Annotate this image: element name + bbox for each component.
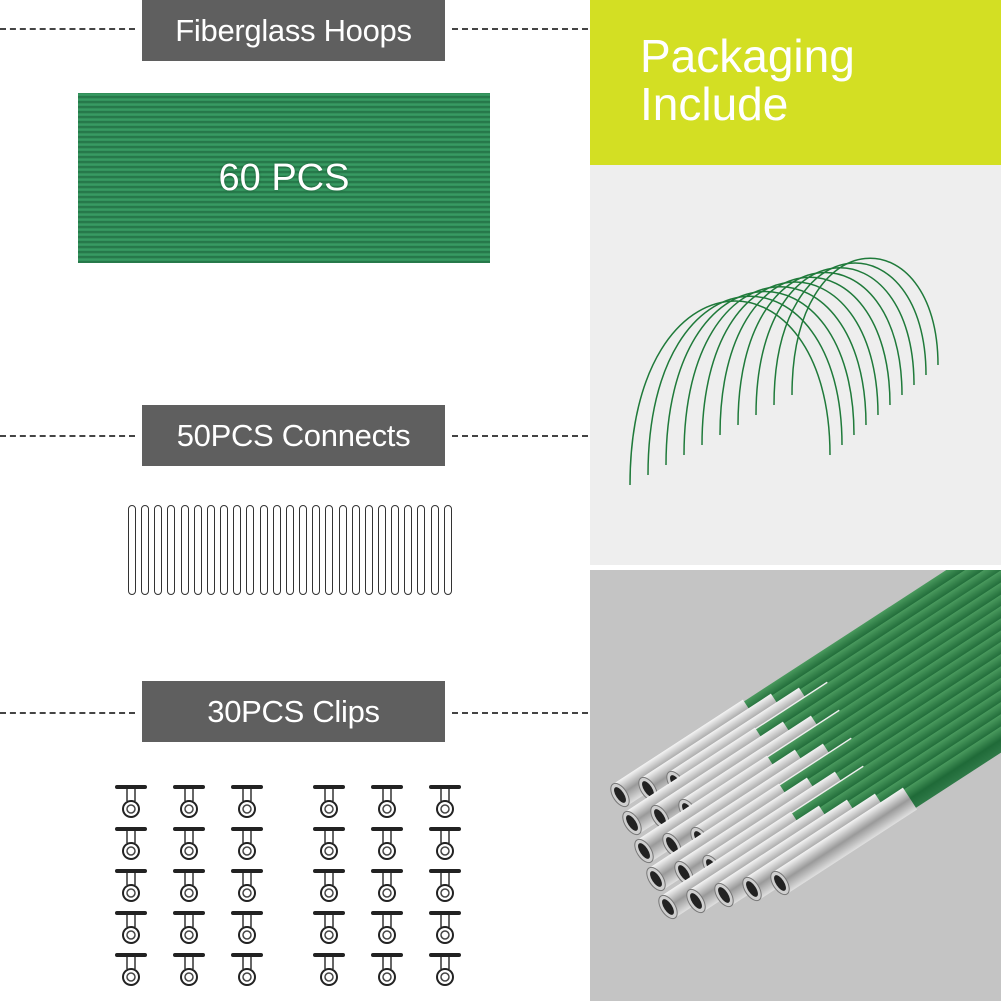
header-line-1: Packaging: [640, 30, 855, 82]
clip-icon: [171, 867, 207, 905]
clips-illustration: [113, 783, 463, 993]
clip-icon: [427, 951, 463, 989]
clip-icon: [229, 951, 265, 989]
hoop-tunnel-image: [590, 165, 1001, 565]
clip-icon: [427, 825, 463, 863]
hoop-arch: [719, 276, 891, 436]
connector: [285, 505, 294, 595]
connectors-illustration: [128, 505, 452, 597]
hoop-arch: [773, 262, 927, 406]
connector: [299, 505, 308, 595]
connector: [443, 505, 452, 595]
hoop-arch: [791, 257, 939, 396]
connector: [259, 505, 268, 595]
header-line-2: Include: [640, 78, 789, 130]
clip-icon: [229, 783, 265, 821]
divider-line: [0, 28, 135, 30]
divider-line: [0, 712, 135, 714]
clip-icon: [427, 783, 463, 821]
divider-line: [452, 435, 588, 437]
connector: [193, 505, 202, 595]
clip-icon: [113, 909, 149, 947]
connector: [351, 505, 360, 595]
clip-icon: [311, 867, 347, 905]
connector: [206, 505, 215, 595]
clip-icon: [369, 951, 405, 989]
hoop-arch: [737, 272, 903, 426]
connector: [391, 505, 400, 595]
tube: [770, 617, 1001, 896]
connector: [417, 505, 426, 595]
packaging-header: Packaging Include: [590, 0, 1001, 165]
connector: [404, 505, 413, 595]
clip-icon: [229, 867, 265, 905]
fiberglass-hoops-label: Fiberglass Hoops: [142, 0, 445, 61]
divider-line: [0, 435, 135, 437]
clip-icon: [113, 783, 149, 821]
connects-label: 50PCS Connects: [142, 405, 445, 466]
clip-icon: [369, 867, 405, 905]
hoops-quantity: 60 PCS: [218, 156, 350, 199]
clip-icon: [171, 951, 207, 989]
clip-icon: [311, 825, 347, 863]
hoop-arch: [755, 267, 915, 416]
clip-icon: [369, 783, 405, 821]
connector: [364, 505, 373, 595]
clip-icon: [311, 951, 347, 989]
connector: [377, 505, 386, 595]
clip-icon: [113, 825, 149, 863]
clip-icon: [229, 825, 265, 863]
tubes-closeup-image: [590, 570, 1001, 1001]
clip-icon: [171, 909, 207, 947]
connector: [338, 505, 347, 595]
hoop-arch: [665, 290, 855, 466]
connector: [430, 505, 439, 595]
clip-icon: [113, 951, 149, 989]
clip-icon: [311, 909, 347, 947]
divider-line: [452, 28, 588, 30]
clip-icon: [311, 783, 347, 821]
hoop-arch: [701, 281, 879, 446]
hoop-arch: [683, 286, 867, 456]
arches-illustration: [629, 257, 939, 486]
connector: [220, 505, 229, 595]
connector: [128, 505, 136, 595]
tubes-illustration: [610, 570, 1001, 920]
connector: [325, 505, 334, 595]
clip-icon: [427, 867, 463, 905]
clip-icon: [369, 909, 405, 947]
fiberglass-hoops-bundle: 60 PCS: [78, 93, 490, 263]
connector: [312, 505, 321, 595]
clip-icon: [171, 825, 207, 863]
connector: [272, 505, 281, 595]
clips-label: 30PCS Clips: [142, 681, 445, 742]
clip-icon: [229, 909, 265, 947]
connector: [246, 505, 255, 595]
connector: [141, 505, 150, 595]
connector: [233, 505, 242, 595]
connector: [154, 505, 163, 595]
clip-icon: [113, 867, 149, 905]
connector: [180, 505, 189, 595]
connector: [167, 505, 176, 595]
clip-icon: [369, 825, 405, 863]
clip-icon: [171, 783, 207, 821]
divider-line: [452, 712, 588, 714]
clip-icon: [427, 909, 463, 947]
